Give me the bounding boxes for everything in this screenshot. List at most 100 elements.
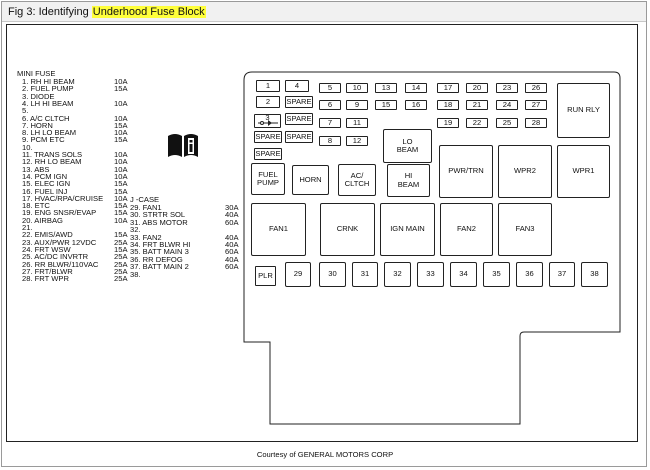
jcase-fuse-entry: 35. BATT MAIN 3 [130,247,189,257]
mini-fuse-entry: 15. ELEC IGN [22,179,71,189]
mini-fuse-entry: 4. LH HI BEAM [22,98,74,108]
jcase-fuse-entry: 30. STRTR SOL [130,210,186,220]
mini-fuse-entry: 17. HVAC/RPA/CRUISE [22,193,104,203]
fuse-slot-10: 10 [346,83,368,93]
mini-fuse-amperage: 15A [114,244,128,254]
diode-icon [258,120,278,126]
fuse-slot-2: 2 [256,96,280,108]
fan1-relay: FAN1 [251,203,306,256]
mini-fuse-amperage: 15A [114,120,128,130]
mini-fuse-entry: 14. PCM IGN [22,171,68,181]
mini-fuse-amperage: 10A [114,98,128,108]
mini-fuse-entry: 5. [22,106,29,116]
fuse-slot-21: 21 [466,100,488,110]
fuse-slot-4: 4 [285,80,309,92]
jcase-fuse-amperage: 40A [225,240,239,249]
jcase-slot-32: 32 [384,262,411,287]
plr-slot: PLR [255,266,276,286]
jcase-header: J -CASE [130,195,160,204]
fuse-slot-19: 19 [437,118,459,128]
mini-fuse-amperage: 25A [114,252,128,262]
fuse-slot-13: 13 [375,83,397,93]
mini-fuse-entry: 26. RR BLWR/110VAC [22,259,99,269]
mini-fuse-entry: 9. PCM ETC [22,135,65,145]
mini-fuse-amperage: 25A [114,266,128,276]
mini-fuse-entry: 21. [22,223,33,232]
fuse-slot-9: 9 [346,100,368,110]
mini-fuse-entry: 25. AC/DC INVRTR [22,252,89,262]
figure-title-bar: Fig 3: Identifying Underhood Fuse Block [2,2,646,22]
jcase-slot-33: 33 [417,262,444,287]
mini-fuse-amperage: 15A [114,186,128,196]
mini-fuse-amperage: 15A [114,84,128,94]
spare-fuse-slot: SPARE [254,131,282,143]
fan2-relay: FAN2 [440,203,493,256]
fuse-slot-16: 16 [405,100,427,110]
mini-fuse-amperage: 25A [114,274,128,284]
mini-fuse-entry: 13. ABS [22,164,50,174]
fuse-slot-5: 5 [319,83,341,93]
jcase-fuse-amperage: 60A [225,262,239,272]
fuse-slot-12: 12 [346,136,368,146]
horn-relay: HORN [292,165,329,195]
mini-fuse-amperage: 10A [114,215,128,225]
jcase-fuse-entry: 33. FAN2 [130,232,162,242]
mini-fuse-entry: 23. AUX/PWR 12VDC [22,237,97,247]
fuse-slot-8: 8 [319,136,341,146]
mini-fuse-entry: 10. [22,142,33,152]
mini-fuse-entry: 12. RH LO BEAM [22,157,82,167]
crank-relay: CRNK [320,203,375,256]
fuse-slot-14: 14 [405,83,427,93]
mini-fuse-amperage: 15A [114,135,128,145]
fuse-slot-22: 22 [466,118,488,128]
mini-fuse-entry: 6. A/C CLTCH [22,113,70,123]
mini-fuse-entry: 28. FRT WPR [22,274,69,284]
mini-fuse-amperage: 25A [114,259,128,269]
figure-title-highlight: Underhood Fuse Block [91,6,206,18]
jcase-slot-35: 35 [483,262,510,287]
jcase-fuse-amperage: 40A [225,232,239,242]
jcase-fuse-amperage: 60A [225,217,239,227]
mini-fuse-amperage: 10A [114,113,128,123]
mini-fuse-entry: 1. RH HI BEAM [22,77,75,86]
spare-fuse-slot: SPARE [254,148,282,160]
mini-fuse-entry: 2. FUEL PUMP [22,84,74,94]
ign-main-relay: IGN MAIN [380,203,435,256]
mini-fuse-entry: 8. LH LO BEAM [22,128,77,138]
spare-fuse-slot: SPARE [285,113,313,125]
jcase-fuse-amperage: 30A [225,203,239,212]
jcase-fuse-amperage: 40A [225,254,239,264]
mini-fuse-header: MINI FUSE [17,69,56,78]
mini-fuse-amperage: 10A [114,77,128,86]
mini-fuse-entry: 24. FRT WSW [22,244,71,254]
mini-fuse-entry: 11. TRANS SOLS [22,150,83,159]
mini-fuse-entry: 7. HORN [22,120,53,130]
mini-fuse-amperage: 10A [114,128,128,138]
mini-fuse-amperage: 15A [114,230,128,240]
mini-fuse-entry: 16. FUEL INJ [22,186,68,196]
jcase-slot-34: 34 [450,262,477,287]
fuse-slot-24: 24 [496,100,518,110]
jcase-slot-31: 31 [352,262,378,287]
fuse-slot-23: 23 [496,83,518,93]
mini-fuse-amperage: 10A [114,193,128,203]
fuse-slot-1: 1 [256,80,280,92]
fuse-slot-28: 28 [525,118,547,128]
spare-fuse-slot: SPARE [285,131,313,143]
owners-manual-icon [168,134,198,157]
jcase-slot-38: 38 [581,262,608,287]
mini-fuse-entry: 3. DIODE [22,91,55,101]
fuse-slot-17: 17 [437,83,459,93]
fuse-slot-25: 25 [496,118,518,128]
mini-fuse-amperage: 15A [114,208,128,218]
mini-fuse-entry: 19. ENG SNSR/EVAP [22,208,97,218]
fuse-slot-26: 26 [525,83,547,93]
jcase-slot-29: 29 [285,262,311,287]
jcase-slot-36: 36 [516,262,543,287]
fuse-slot-20: 20 [466,83,488,93]
